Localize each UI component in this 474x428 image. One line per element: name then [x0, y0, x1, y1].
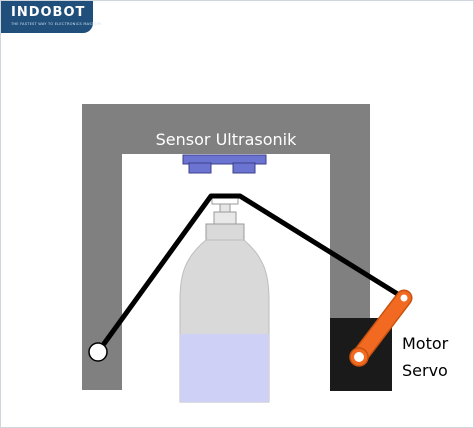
- motor-servo-label-line2: Servo: [402, 361, 448, 380]
- pull-cable: [95, 193, 407, 355]
- ultrasonic-sensor: [182, 154, 267, 174]
- left-pulley: [88, 342, 108, 362]
- logo-tagline: THE FASTEST WAY TO ELECTRONICS MASTERY: [11, 22, 102, 26]
- bottle-liquid: [180, 334, 269, 402]
- motor-servo-label-line1: Motor: [402, 334, 449, 353]
- indobot-logo: INDOBOT THE FASTEST WAY TO ELECTRONICS M…: [1, 1, 101, 33]
- sensor-label: Sensor Ultrasonik: [156, 130, 297, 149]
- servo-arm: [349, 289, 413, 367]
- gantry-frame: [82, 104, 370, 390]
- logo-text: INDOBOT: [11, 5, 86, 20]
- spray-bottle: [179, 196, 270, 403]
